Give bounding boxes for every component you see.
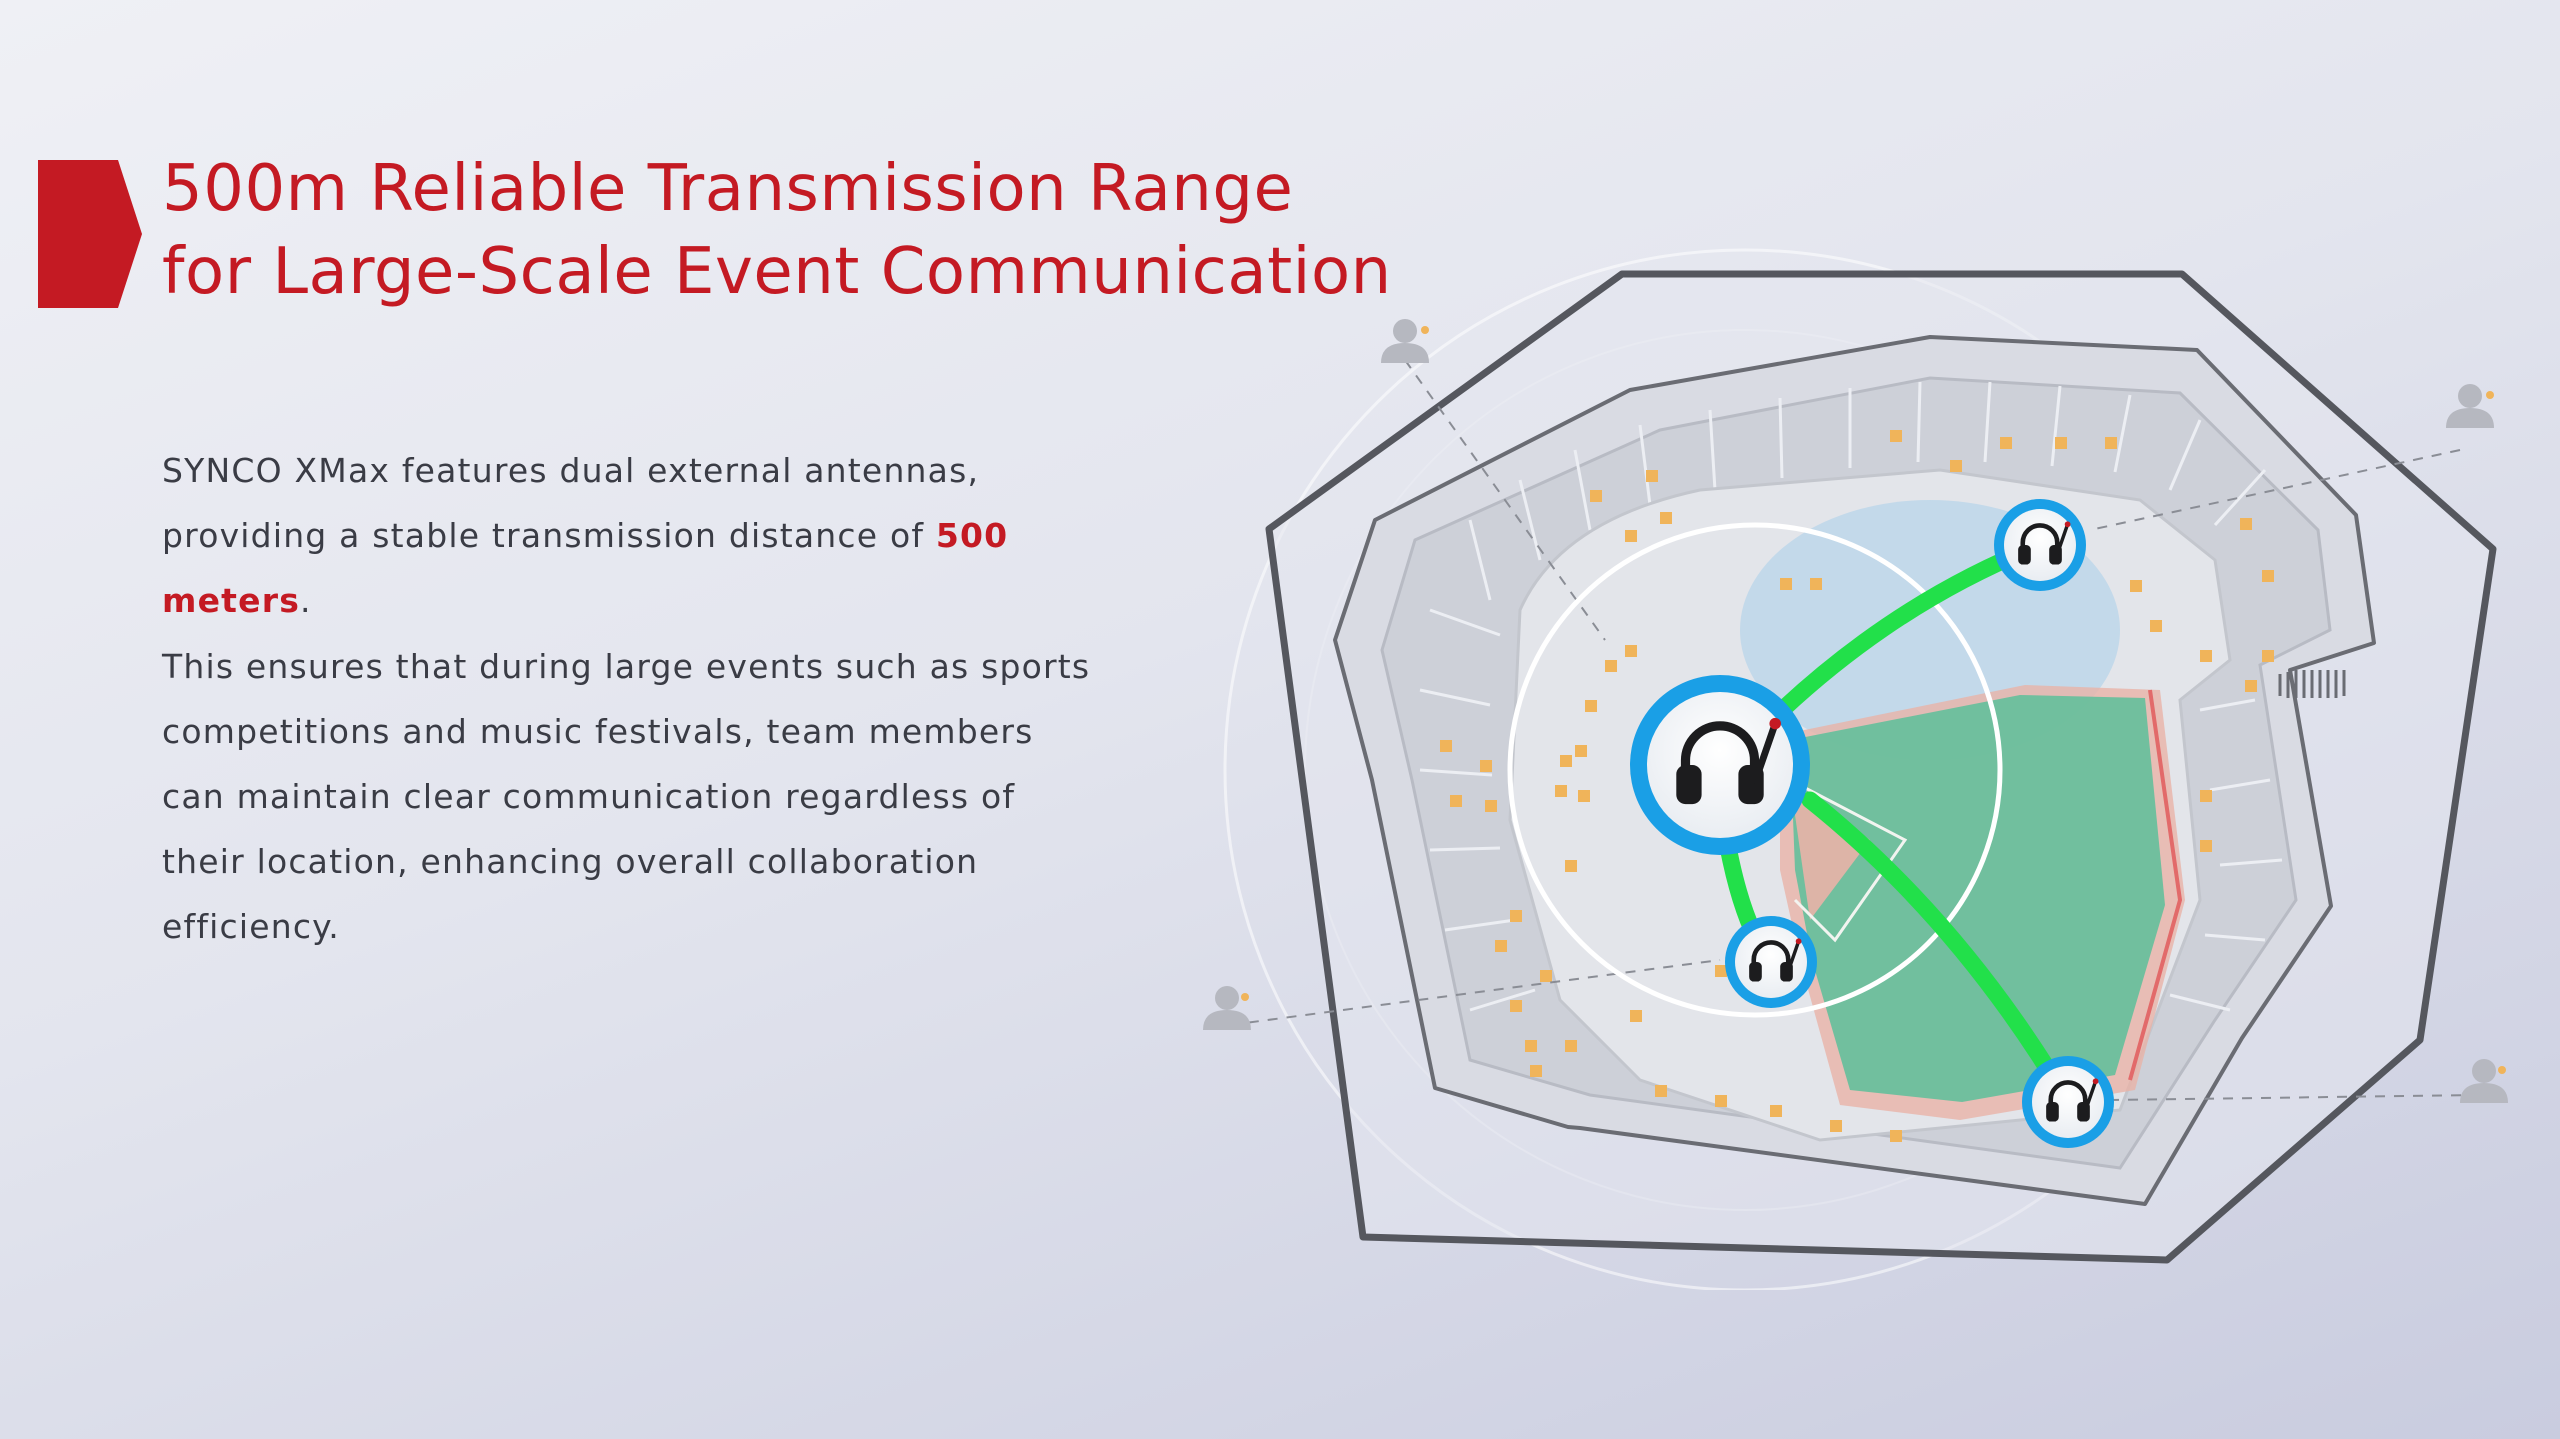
title-line-1: 500m Reliable Transmission Range bbox=[162, 152, 1294, 226]
devices bbox=[1630, 499, 2114, 1148]
title-marker-icon bbox=[38, 160, 142, 308]
title-line-2: for Large-Scale Event Communication bbox=[162, 235, 1392, 309]
stadium-diagram bbox=[1203, 248, 2508, 1290]
page-title: 500m Reliable Transmission Range for Lar… bbox=[162, 148, 1392, 314]
details-paragraph: This ensures that during large events su… bbox=[162, 647, 1091, 946]
distance-highlight: 500 meters bbox=[162, 516, 1009, 620]
intro-paragraph: SYNCO XMax features dual external antenn… bbox=[162, 438, 1102, 633]
intro-text: SYNCO XMax features dual external antenn… bbox=[162, 451, 980, 555]
intro-end: . bbox=[300, 581, 312, 620]
